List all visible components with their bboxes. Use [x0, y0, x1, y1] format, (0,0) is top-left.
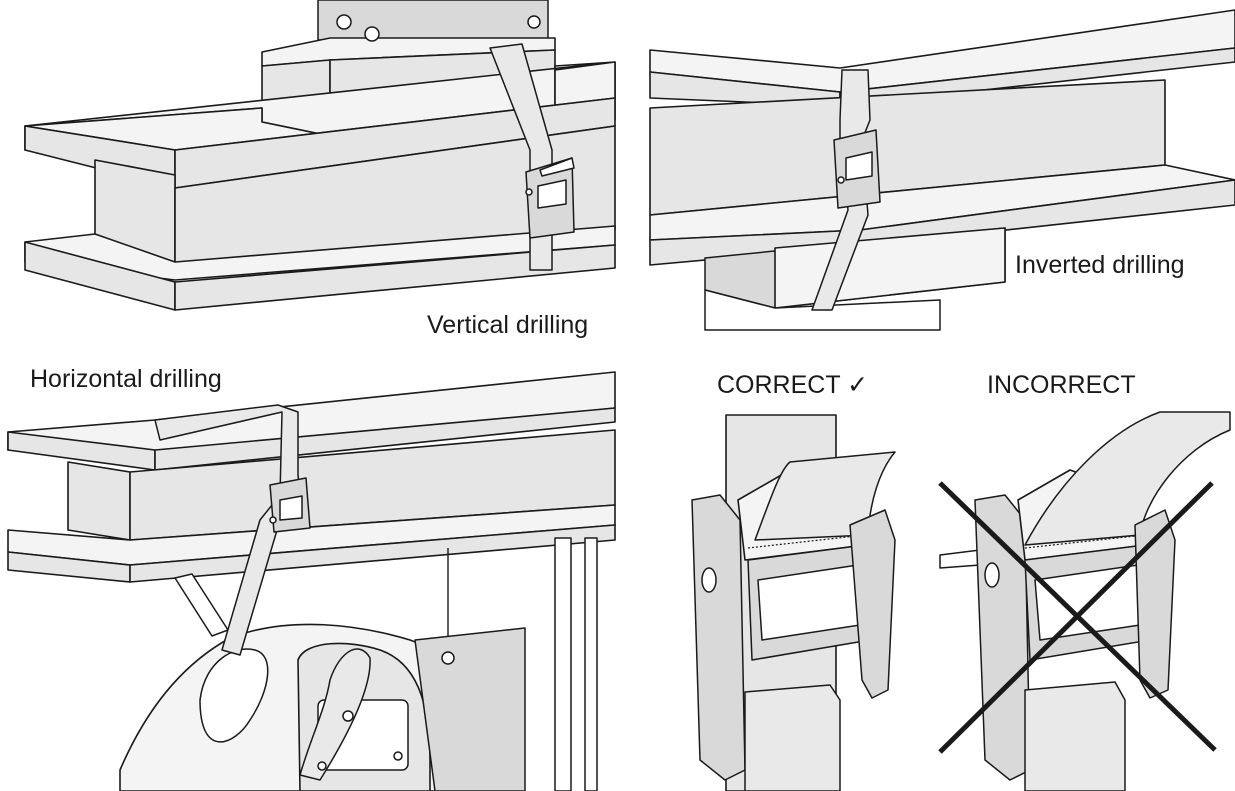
drill-body-horizontal: [119, 623, 526, 791]
label-incorrect: INCORRECT: [987, 371, 1136, 399]
strap-buckle-vertical: [489, 43, 575, 271]
label-horizontal-drilling: Horizontal drilling: [30, 365, 222, 393]
i-beam-inverted: [649, 9, 1235, 266]
vertical-drilling-illustration: [24, 0, 616, 311]
label-correct: CORRECT ✓: [717, 371, 868, 399]
buckle-correct-illustration: [691, 414, 896, 791]
i-beam-vertical: [24, 61, 616, 311]
support-frame: [174, 537, 598, 791]
label-vertical-drilling: Vertical drilling: [427, 311, 588, 339]
incorrect-cross-mark-2: [938, 481, 1214, 754]
label-inverted-drilling: Inverted drilling: [1015, 251, 1185, 279]
inverted-drilling-illustration: [649, 9, 1235, 331]
strap-buckle-inverted: [811, 69, 881, 311]
buckle-incorrect-illustration: [938, 411, 1231, 791]
i-beam-horizontal: [7, 371, 616, 583]
strap-buckle-horizontal: [154, 404, 311, 656]
horizontal-drilling-illustration: [7, 371, 616, 791]
